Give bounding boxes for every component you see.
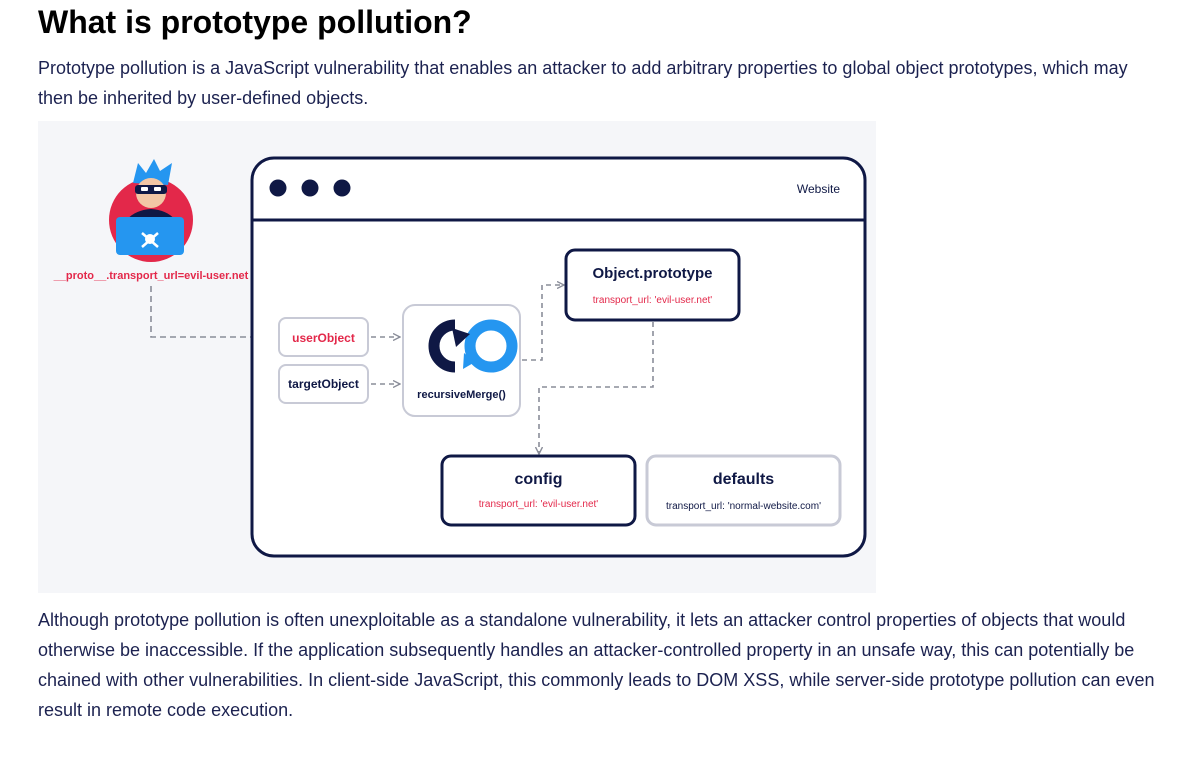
payload-arrow (150, 286, 278, 337)
user-object-label: userObject (292, 331, 355, 345)
attacker-payload: __proto__.transport_url=evil-user.net (53, 270, 249, 282)
object-prototype-property: transport_url: 'evil-user.net' (593, 295, 713, 306)
prototype-pollution-diagram: __proto__.transport_url=evil-user.net We… (38, 121, 876, 593)
user-object-box: userObject (278, 317, 369, 357)
config-property: transport_url: 'evil-user.net' (479, 499, 599, 510)
object-prototype-title: Object.prototype (592, 265, 712, 282)
config-title: config (515, 471, 563, 488)
intro-paragraph: Prototype pollution is a JavaScript vuln… (38, 58, 1128, 108)
window-dot-icon (333, 179, 351, 197)
page-title: What is prototype pollution? (38, 4, 472, 40)
defaults-property: transport_url: 'normal-website.com' (666, 501, 821, 512)
attacker-icon (109, 159, 193, 262)
merge-icon (428, 319, 518, 373)
window-dot-icon (301, 179, 319, 197)
defaults-box: defaults transport_url: 'normal-website.… (645, 454, 842, 527)
window-title: Website (797, 182, 840, 196)
defaults-title: defaults (713, 471, 774, 488)
recursive-merge-box: recursiveMerge() (402, 304, 521, 417)
body-paragraph: Although prototype pollution is often un… (38, 610, 1155, 720)
target-object-label: targetObject (288, 377, 359, 391)
target-object-box: targetObject (278, 364, 369, 404)
object-prototype-box: Object.prototype transport_url: 'evil-us… (564, 248, 741, 322)
config-box: config transport_url: 'evil-user.net' (440, 454, 637, 527)
inheritance-arrow (539, 322, 654, 454)
merge-function-label: recursiveMerge() (417, 389, 506, 401)
window-dot-icon (269, 179, 287, 197)
merge-output-arrow (522, 285, 564, 361)
